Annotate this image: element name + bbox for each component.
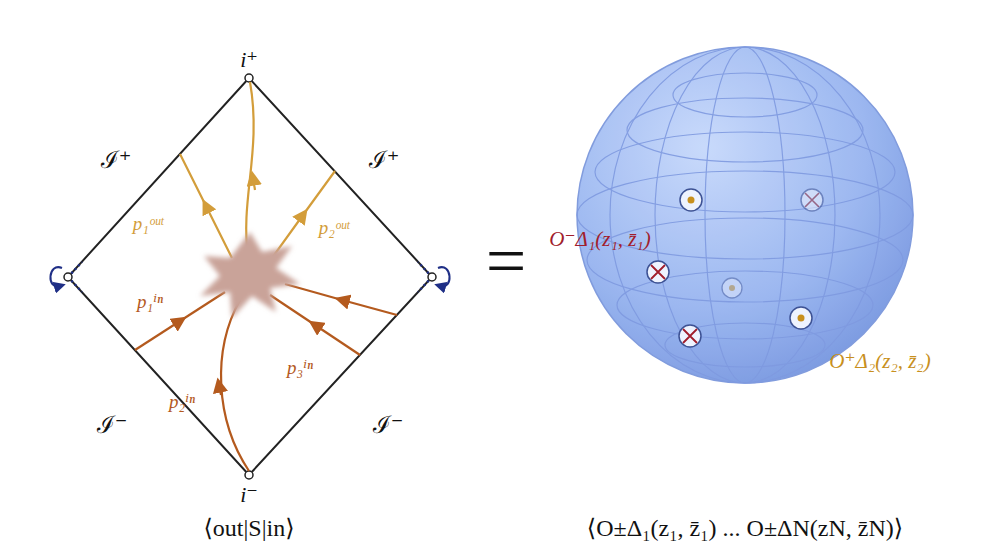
boundary-label: ℐ⁻ [97,412,128,438]
vertex-label: i⁺ [240,48,258,72]
equals-sign: = [486,222,527,301]
boundary-label: ℐ⁺ [369,147,400,173]
momentum-label: p₂ⁱⁿ [169,392,195,413]
vertex-label: i⁻ [240,483,258,507]
amplitude-label: ⟨out|S|in⟩ [203,515,294,541]
penrose-diamond [50,74,449,479]
operator-label: O⁻Δ₁(z₁, z̄₁) [549,228,650,251]
interaction-blob [200,232,300,318]
momentum-label: p₁ᵒᵘᵗ [133,214,163,235]
outgoing-lines [180,82,335,258]
operator-label: O⁺Δ₂(z₂, z̄₂) [829,350,930,373]
incoming-lines [135,284,397,471]
momentum-label: p₃ⁱⁿ [287,358,313,379]
momentum-label: p₂ᵒᵘᵗ [319,218,349,239]
momentum-label: p₁ⁱⁿ [137,292,163,313]
boundary-label: ℐ⁻ [373,412,404,438]
boundary-label: ℐ⁺ [101,147,132,173]
correlator-label: ⟨O±Δ₁(z₁, z̄₁) ... O±ΔN(zN, z̄N)⟩ [587,515,903,541]
celestial-sphere [577,47,913,383]
operator-insertions [647,189,823,347]
